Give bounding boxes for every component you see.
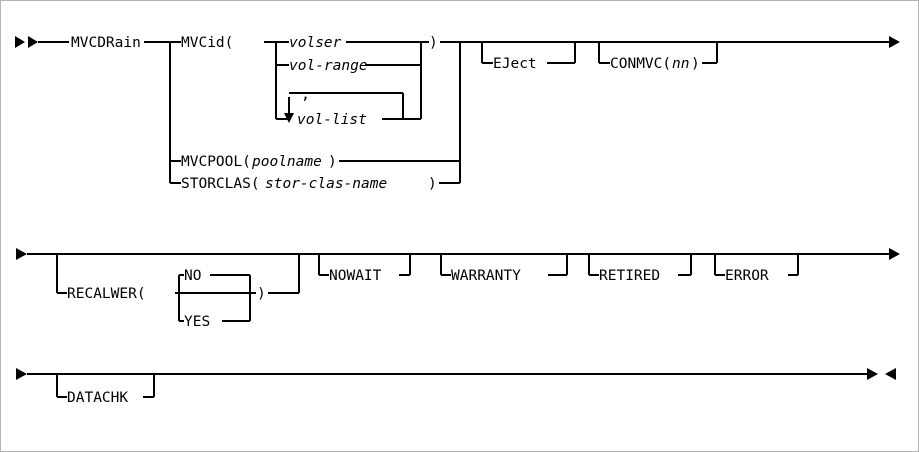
token-poolname: poolname bbox=[251, 154, 322, 170]
token-conmvc: CONMVC( bbox=[610, 56, 671, 72]
row3-start-marker bbox=[16, 368, 27, 380]
loop-down-arrow-icon bbox=[284, 113, 294, 123]
token-command: MVCDRain bbox=[71, 35, 141, 51]
token-recalwer-close-paren: ) bbox=[257, 286, 266, 302]
token-error: ERROR bbox=[725, 268, 769, 284]
token-mvcid: MVCid( bbox=[181, 35, 233, 51]
token-mvcid-close-paren: ) bbox=[429, 35, 438, 51]
start-marker bbox=[15, 36, 38, 48]
row2-start-marker bbox=[16, 248, 27, 260]
token-datachk: DATACHK bbox=[67, 390, 128, 406]
token-volser: volser bbox=[289, 35, 342, 51]
end-marker bbox=[867, 368, 896, 380]
token-yes: YES bbox=[184, 314, 210, 330]
token-conmvc-close-paren: ) bbox=[691, 56, 700, 72]
row2-continue-marker bbox=[889, 248, 900, 260]
token-eject: EJect bbox=[493, 56, 537, 72]
token-mvcpool-close-paren: ) bbox=[328, 154, 337, 170]
token-storclas-close-paren: ) bbox=[428, 176, 437, 192]
token-comma-separator: , bbox=[301, 85, 310, 103]
token-mvcpool: MVCPOOL( bbox=[181, 154, 251, 170]
token-vol-list: vol-list bbox=[297, 112, 367, 128]
row1-continue-marker bbox=[889, 36, 900, 48]
token-retired: RETIRED bbox=[599, 268, 660, 284]
token-storclas: STORCLAS( bbox=[181, 176, 260, 192]
token-stor-clas-name: stor-clas-name bbox=[265, 176, 387, 192]
token-warranty: WARRANTY bbox=[451, 268, 521, 284]
token-nn: nn bbox=[672, 56, 689, 72]
token-recalwer: RECALWER( bbox=[67, 286, 146, 302]
token-no: NO bbox=[184, 268, 201, 284]
token-vol-range: vol-range bbox=[289, 58, 368, 74]
token-nowait: NOWAIT bbox=[329, 268, 382, 284]
